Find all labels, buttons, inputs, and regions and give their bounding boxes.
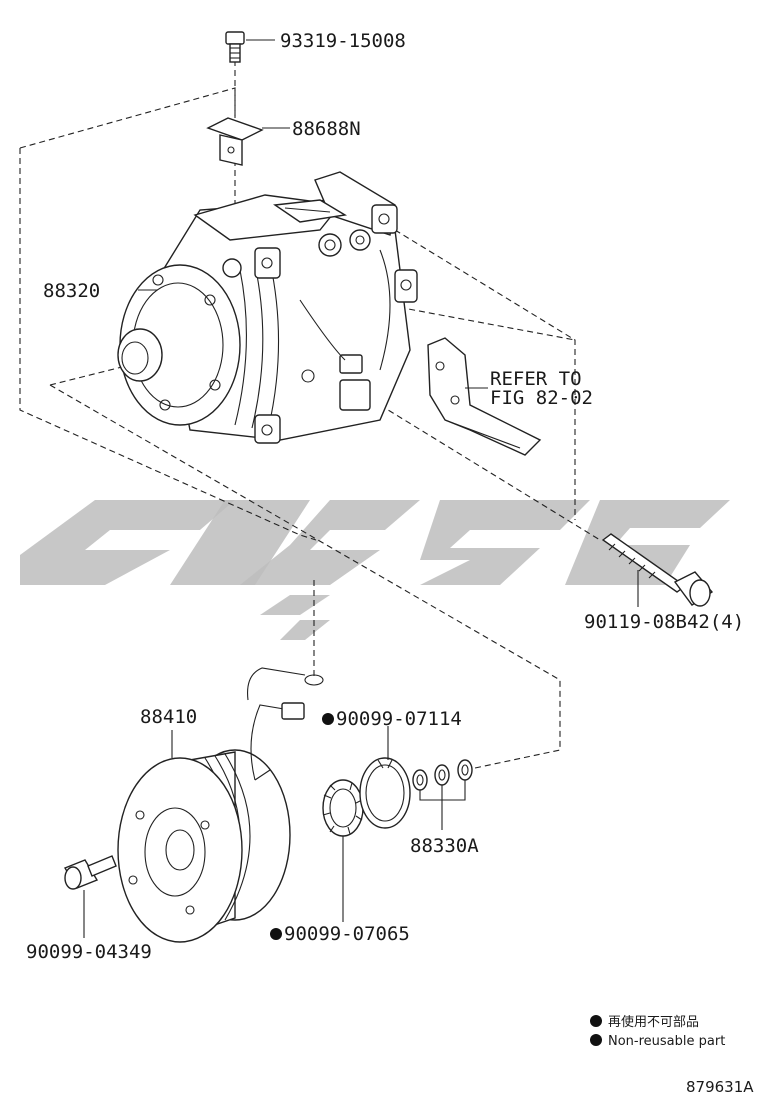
refer-bracket xyxy=(427,337,542,456)
label-88688n: 88688N xyxy=(292,118,361,140)
shims-88330a xyxy=(412,759,473,791)
label-88320: 88320 xyxy=(43,280,100,302)
bolt-90099-04349 xyxy=(63,855,117,890)
bolt-90119 xyxy=(601,533,714,607)
label-88330a: 88330A xyxy=(410,835,479,857)
pulley-88410 xyxy=(117,667,324,943)
snap-ring-90099-07114 xyxy=(359,757,411,829)
figure-code: 879631A xyxy=(686,1078,754,1096)
non-reusable-dot xyxy=(322,713,334,725)
leader-lines xyxy=(83,39,639,938)
legend-dot-1 xyxy=(590,1015,602,1027)
compressor-88320 xyxy=(117,171,418,444)
label-90099-07065: 90099-07065 xyxy=(284,923,410,945)
bracket-88688n xyxy=(206,117,264,166)
label-fig-82-02: FIG 82-02 xyxy=(490,387,593,409)
legend-text-en: Non-reusable part xyxy=(608,1034,725,1049)
label-refer-to: REFER TO xyxy=(490,368,582,390)
label-90099-07114: 90099-07114 xyxy=(336,708,462,730)
non-reusable-dot xyxy=(270,928,282,940)
bolt-93319 xyxy=(225,31,245,63)
legend-dot-2 xyxy=(590,1034,602,1046)
washer-90099-07065 xyxy=(322,779,364,837)
legend: 再使用不可部品 Non-reusable part xyxy=(590,1014,725,1049)
label-90099-04349: 90099-04349 xyxy=(26,941,152,963)
label-93319-15008: 93319-15008 xyxy=(280,30,406,52)
legend-text-ja: 再使用不可部品 xyxy=(608,1014,699,1030)
part-labels: 93319-15008 88688N 88320 REFER TO FIG 82… xyxy=(26,30,744,963)
watermark-logo xyxy=(20,500,730,640)
label-88410: 88410 xyxy=(140,706,197,728)
label-90119-08b42: 90119-08B42(4) xyxy=(584,611,744,633)
